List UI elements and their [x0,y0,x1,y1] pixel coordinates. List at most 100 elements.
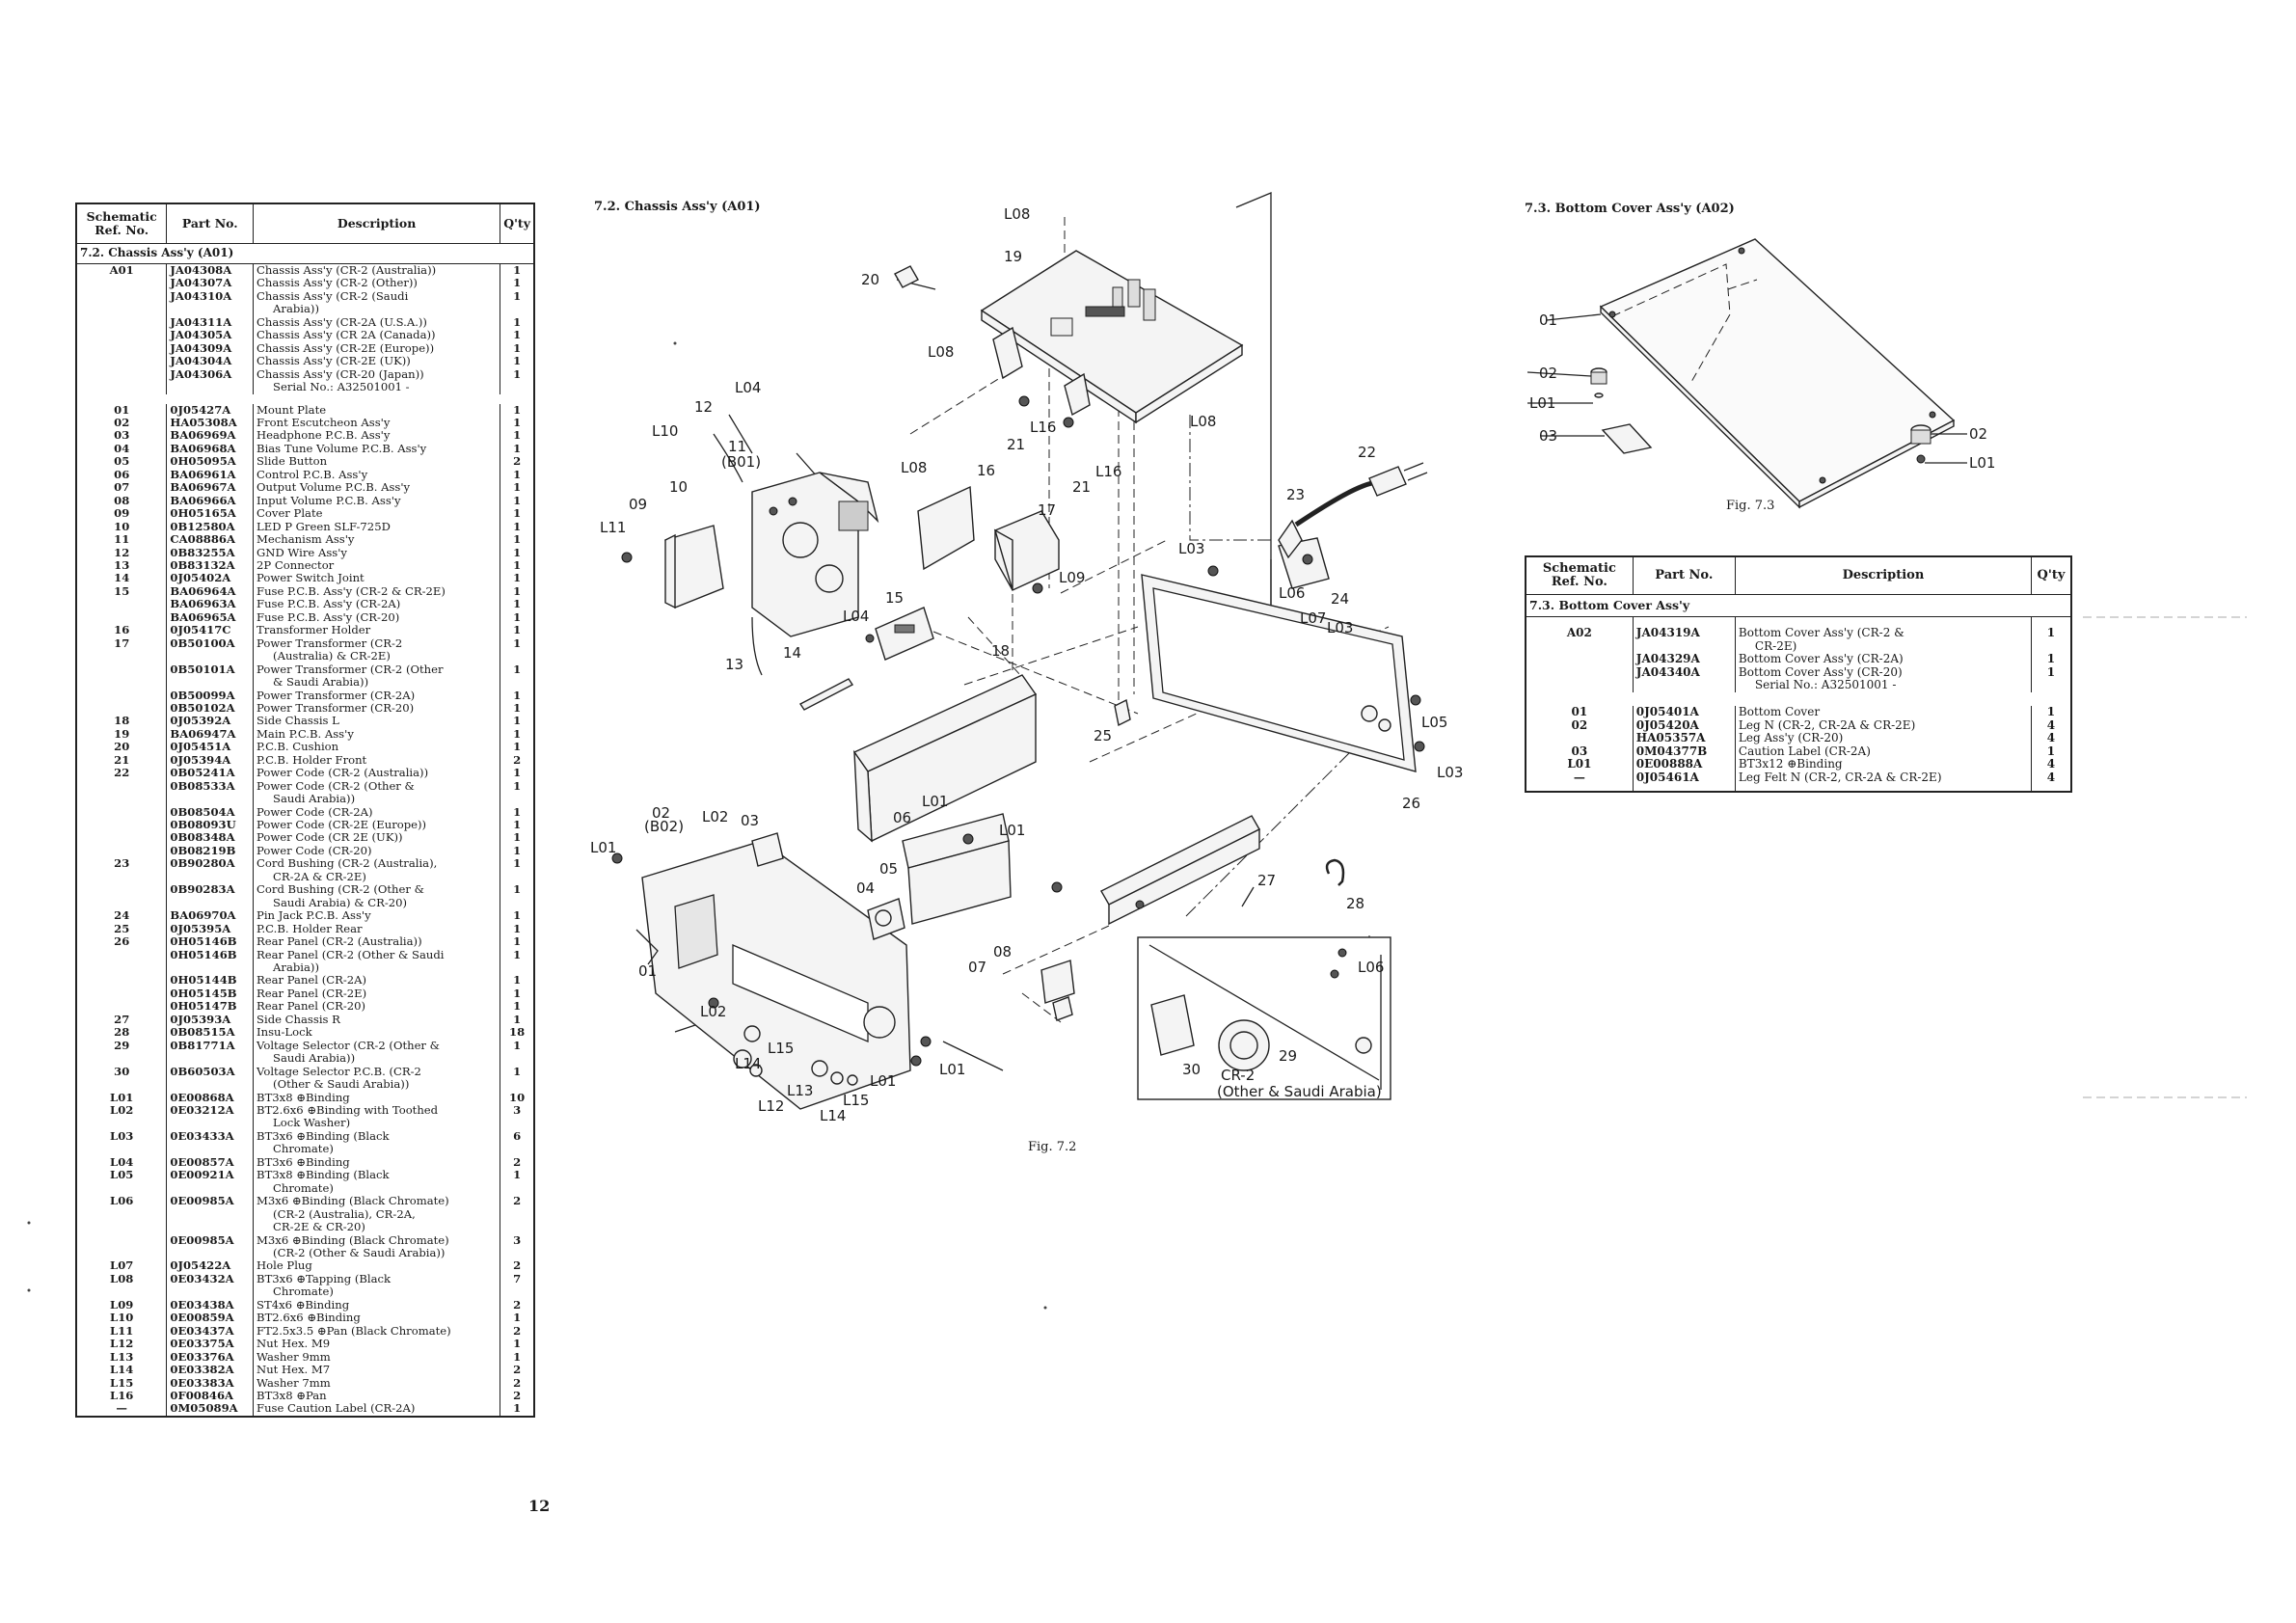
cell-ref [76,974,168,987]
label-L01-c: L01 [590,839,616,856]
cell-description: Nut Hex. M7 [253,1363,501,1377]
cell-part-no: JA04311A [166,315,255,330]
cell-part-no: BA06961A [166,468,255,482]
label-22: 22 [1358,444,1376,461]
cell-qty: 1 [513,623,522,637]
side-chassis-right [1100,815,1260,926]
cell-qty: 1 [513,571,522,585]
label-L01-d: L01 [939,1061,965,1078]
cell-qty: 1 [513,921,522,935]
cell-part-no: 0H05145B [166,987,255,1001]
label-02: 02 [652,804,670,822]
cell-description: (Australia) & CR-2E) [253,649,501,663]
cell-qty: 2 [513,454,522,469]
cell-part-no: 0J05461A [1633,771,1736,792]
label-B02: (B02) [644,818,684,835]
cell-ref [76,870,168,884]
cell-description: Rear Panel (CR-2 (Other & Saudi [253,948,501,962]
cell-description: Power Transformer (CR-2 (Other [253,663,501,677]
bottom-labels: 01 02 L01 03 02 L01 [1529,311,1995,472]
cell-ref [76,1233,168,1247]
cell-part-no: 0J05393A [166,1013,255,1027]
cell-description: Fuse P.C.B. Ass'y (CR-2 & CR-2E) [253,584,501,599]
label-L04-mid: L04 [843,608,869,625]
parts-row: Saudi Arabia)) [76,1051,534,1066]
cell-ref: 01 [76,403,168,417]
label-B01: (B01) [721,453,761,471]
cell-ref: 02 [1526,718,1634,733]
cell-qty: 1 [513,804,522,819]
cell-ref [76,341,168,356]
cell-description: LED P Green SLF-725D [253,520,501,534]
cell-ref: L15 [76,1376,168,1390]
cell-ref: A02 [1526,616,1634,640]
cell-qty: 2 [513,1388,522,1402]
cell-description: BT3x6 ⊕Binding [253,1155,501,1170]
cell-part-no: 0B50101A [166,663,255,677]
parts-row: Arabia)) [76,302,534,316]
cell-description: FT2.5x3.5 ⊕Pan (Black Chromate) [253,1324,501,1339]
cell-ref: 21 [76,753,168,768]
col-qty: Q'ty [500,203,535,244]
cell-description: BT3x8 ⊕Pan [253,1389,501,1403]
cell-ref: 10 [76,520,168,534]
cell-description: Nut Hex. M9 [253,1337,501,1351]
label-L09: L09 [1059,569,1085,586]
cell-part-no: BA06963A [166,597,255,611]
cell-description: Chromate) [253,1181,501,1196]
cell-ref [76,1143,168,1156]
cell-ref [76,793,168,806]
cell-ref [76,1181,168,1196]
cell-part-no: 0H05144B [166,974,255,987]
cell-part-no: 0J05417C [166,623,255,637]
cell-description: Power Transformer (CR-2 [253,636,501,651]
cell-description: P.C.B. Holder Rear [253,922,501,936]
cell-part-no [166,1052,255,1066]
cell-ref [76,676,168,690]
cell-qty: 3 [513,1103,522,1117]
cell-ref [76,779,168,794]
cell-description: Chassis Ass'y (CR-2E (Europe)) [253,341,501,356]
cell-description: Chassis Ass'y (CR-2E (UK)) [253,354,501,368]
cell-ref: 20 [76,740,168,754]
cell-part-no [166,303,255,316]
cell-description: Caution Label (CR-2A) [1735,744,2032,759]
label-19: 19 [1004,248,1022,265]
cell-ref: L01 [76,1091,168,1104]
bias-tune-pcb [867,898,905,940]
cell-part-no [166,896,255,910]
cell-part-no: 0B08219B [166,844,255,858]
cell-ref: 17 [76,636,168,651]
cell-ref: 23 [76,856,168,871]
cell-ref: 22 [76,766,168,780]
cell-ref [76,315,168,330]
cell-ref [76,819,168,832]
label-23: 23 [1286,486,1305,503]
label-L08-left: L08 [901,459,927,476]
cell-description: Serial No.: A32501001 - [1735,679,2032,692]
power-cord [1278,462,1428,559]
cell-description: Slide Button [253,454,501,469]
label-27: 27 [1257,872,1276,889]
cell-ref [1526,679,1634,692]
cell-part-no: 0M04377B [1633,744,1736,759]
cell-qty: 1 [513,934,522,949]
cell-description: Power Code (CR-2 (Other & [253,779,501,794]
cell-qty: 1 [513,366,522,381]
